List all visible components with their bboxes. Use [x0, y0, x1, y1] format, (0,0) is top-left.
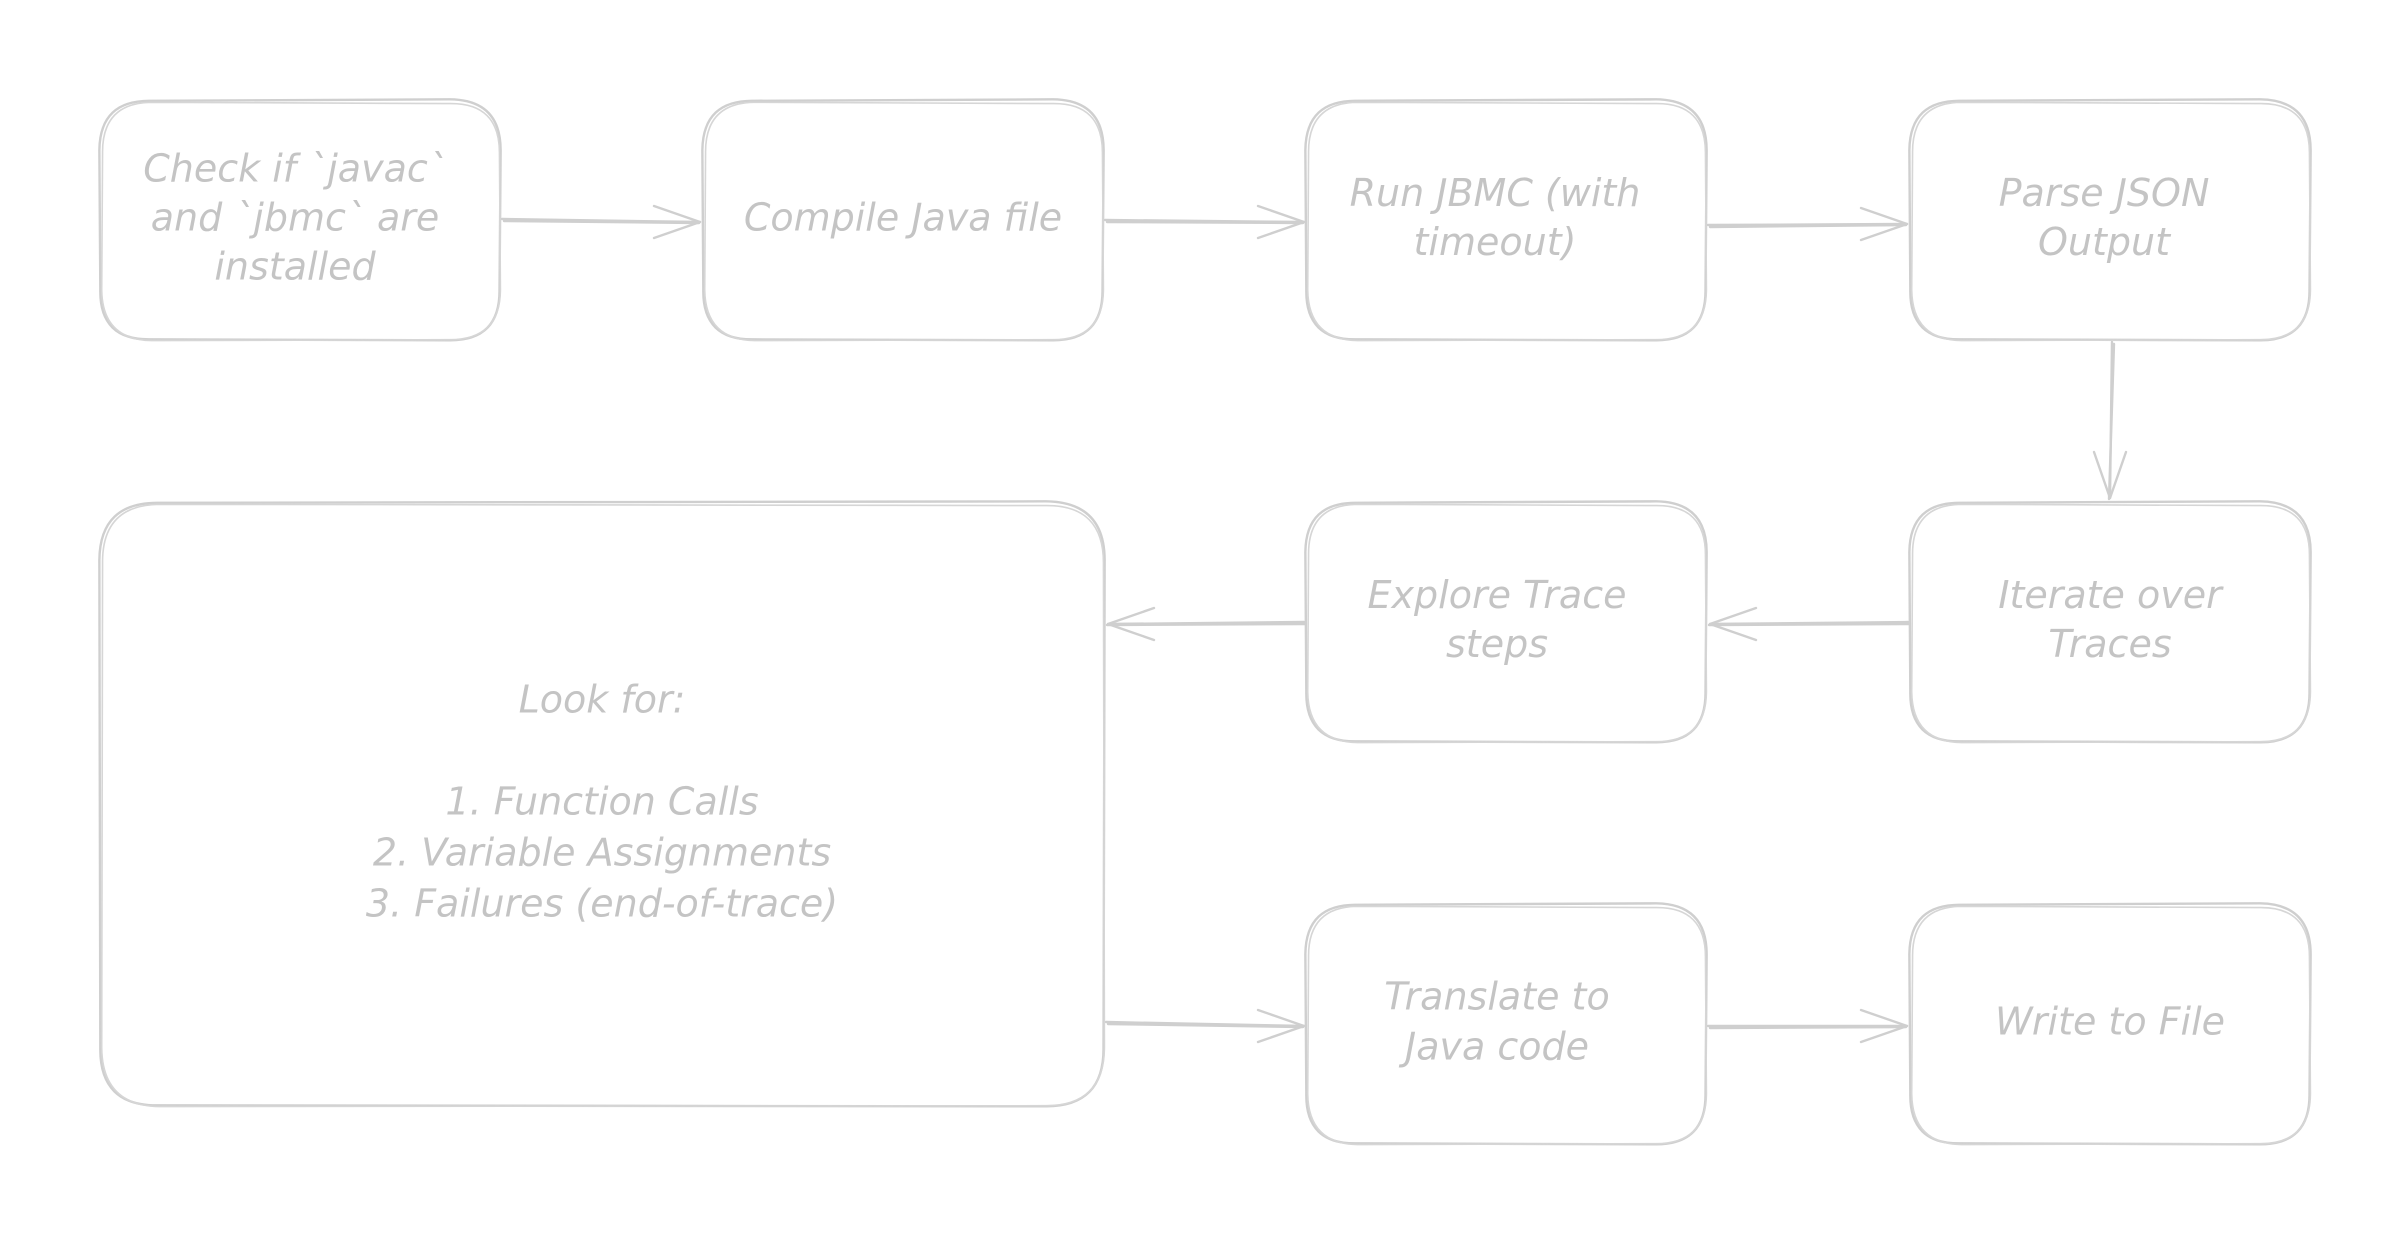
node-box-outline	[1306, 905, 1708, 1146]
arrowhead-icon	[1106, 606, 1156, 642]
edge-line-sketch	[1105, 622, 1308, 627]
node-parse-json: Parse JSON Output	[1908, 98, 2312, 342]
node-label-line: 3. Failures (end-of-trace)	[366, 882, 838, 926]
arrowhead-icon	[2092, 450, 2128, 500]
edge-line-sketch	[1707, 622, 1912, 627]
node-label-line: and `jbmc` are	[151, 196, 440, 240]
edge-explore-steps-to-look-for	[1105, 606, 1308, 642]
node-look-for: Look for: 1. Function Calls 2. Variable As…	[98, 500, 1106, 1108]
arrowhead-icon	[1859, 1008, 1909, 1044]
node-box-outline	[703, 101, 1105, 342]
arrowhead-icon	[652, 204, 702, 240]
node-label: Translate to Java code	[1384, 975, 1609, 1069]
node-write-file: Write to File	[1908, 902, 2312, 1146]
node-label-line: installed	[214, 245, 376, 289]
node-box-outline	[100, 101, 502, 342]
node-check-tools: Check if `javac` and `jbmc` are installed	[98, 98, 502, 342]
arrowhead-icon	[1256, 1008, 1306, 1044]
node-label: Compile Java file	[744, 196, 1062, 240]
node-label-line: Output	[2038, 220, 2172, 264]
node-label-line: Run JBMC (with	[1350, 171, 1641, 215]
edge-iterate-traces-to-explore-steps	[1707, 606, 1912, 642]
edge-line-sketch	[502, 219, 701, 225]
arrowhead-icon	[1256, 204, 1306, 240]
edge-translate-java-to-write-file	[1706, 1008, 1909, 1044]
node-label-line: Compile Java file	[744, 196, 1062, 240]
node-label-line: Iterate over	[1998, 573, 2224, 617]
node-label-line: Write to File	[1995, 1000, 2225, 1044]
node-label-line: Java code	[1398, 1025, 1589, 1069]
node-box-outline	[1910, 905, 2312, 1146]
node-box-outline	[1910, 101, 2312, 342]
node-box-outline	[1306, 101, 1708, 342]
edge-parse-json-to-iterate-traces	[2092, 340, 2128, 501]
node-label-line: Parse JSON	[1999, 171, 2210, 215]
edge-line-sketch	[1105, 220, 1305, 225]
node-explore-steps: Explore Trace steps	[1304, 500, 1708, 744]
node-translate-java: Translate to Java code	[1304, 902, 1708, 1146]
node-box-outline	[1306, 503, 1708, 744]
node-label-line: 1. Function Calls	[445, 780, 758, 824]
edge-line-sketch	[1106, 1022, 1305, 1029]
node-box-outline	[1910, 503, 2312, 744]
node-label: Run JBMC (with timeout)	[1350, 171, 1641, 264]
arrowhead-icon	[1859, 206, 1909, 242]
node-label-line: Traces	[2048, 622, 2171, 666]
node-run-jbmc: Run JBMC (with timeout)	[1304, 98, 1708, 342]
edge-compile-java-to-run-jbmc	[1103, 204, 1306, 240]
node-label: Check if `javac` and `jbmc` are installed	[143, 147, 447, 289]
node-label-line: Explore Trace	[1368, 573, 1627, 617]
node-label-line: 2. Variable Assignments	[373, 831, 831, 875]
edge-look-for-to-translate-java	[1104, 1008, 1306, 1044]
edge-line-sketch	[1708, 1025, 1908, 1030]
arrowhead-icon	[1708, 606, 1758, 642]
node-label: Look for: 1. Function Calls 2. Variable As…	[366, 678, 838, 926]
edge-line-sketch	[2107, 342, 2116, 501]
edges-layer	[500, 204, 2128, 1044]
edge-check-tools-to-compile-java	[500, 204, 702, 240]
edge-run-jbmc-to-parse-json	[1706, 206, 1909, 242]
node-label-line: timeout)	[1414, 220, 1577, 264]
node-label-line: Check if `javac`	[143, 147, 447, 191]
node-box-outline	[100, 503, 1106, 1108]
node-compile-java: Compile Java file	[701, 98, 1105, 342]
edge-line-sketch	[1708, 223, 1908, 229]
node-label: Parse JSON Output	[1999, 171, 2210, 264]
node-label-line: steps	[1446, 622, 1548, 666]
node-label: Explore Trace steps	[1368, 573, 1627, 666]
node-label-line: Look for:	[519, 678, 686, 722]
node-label-line: Translate to	[1384, 975, 1609, 1019]
node-label: Write to File	[1995, 1000, 2225, 1044]
